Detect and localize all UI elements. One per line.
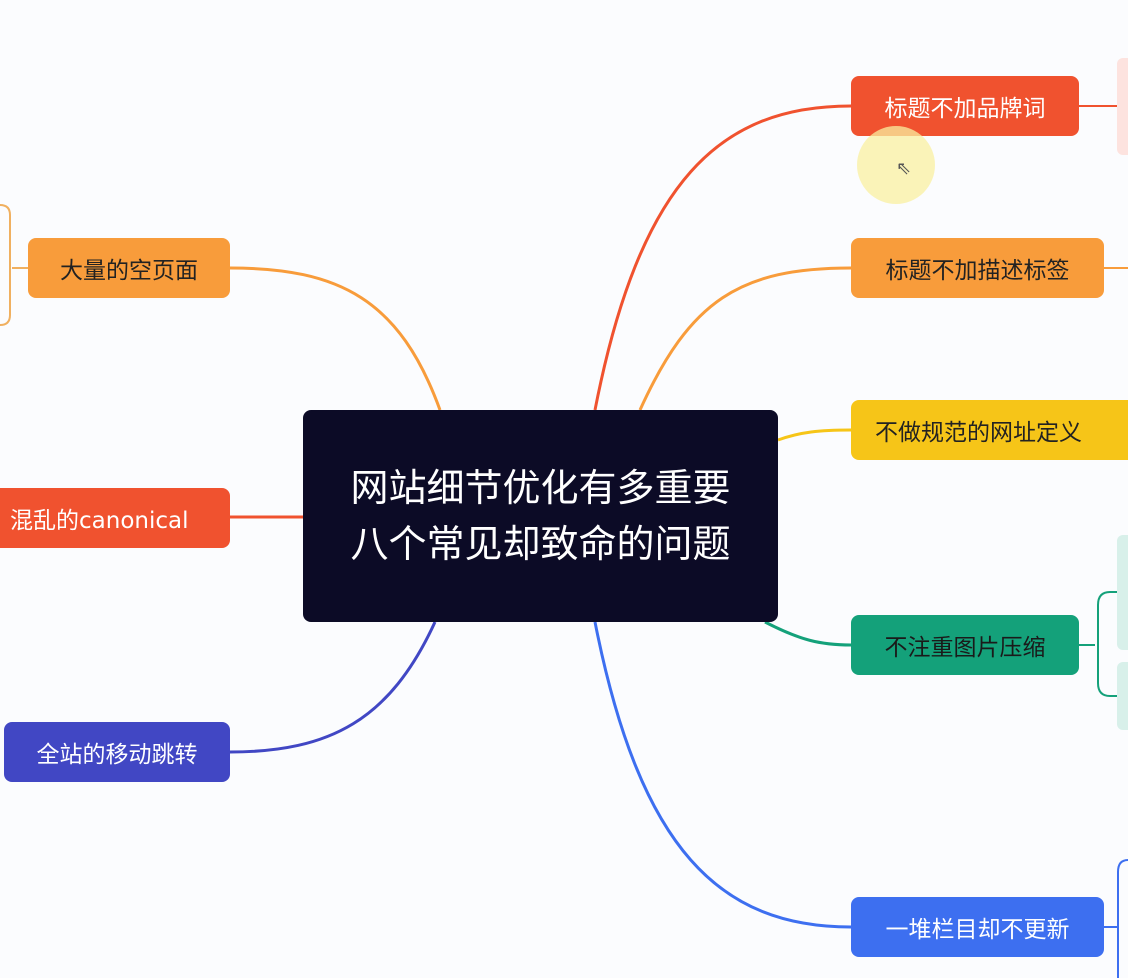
connector-url — [777, 428, 852, 442]
node-label: 混乱的canonical — [10, 508, 189, 534]
node-image-compression[interactable]: 不注重图片压缩 — [851, 615, 1079, 675]
node-label: 标题不加描述标签 — [885, 258, 1070, 284]
child-node-partial — [1117, 535, 1128, 650]
node-label: 不做规范的网址定义 — [875, 420, 1082, 446]
child-node-partial — [1117, 58, 1128, 155]
central-topic-label: 网站细节优化有多重要 八个常见却致命的问题 — [350, 466, 731, 566]
node-label: 标题不加品牌词 — [884, 96, 1046, 122]
connector-description — [638, 266, 852, 411]
node-canonical[interactable]: 混乱的canonical — [0, 488, 230, 548]
central-topic[interactable]: 网站细节优化有多重要 八个常见却致命的问题 — [303, 410, 778, 622]
connector-mobile — [229, 621, 437, 754]
node-description-tag[interactable]: 标题不加描述标签 — [851, 238, 1104, 298]
node-label: 一堆栏目却不更新 — [885, 917, 1070, 943]
cursor-highlight — [857, 126, 935, 204]
node-label: 不注重图片压缩 — [884, 635, 1046, 661]
node-label: 全站的移动跳转 — [36, 742, 198, 768]
connector-empty-pages — [229, 266, 442, 411]
node-empty-pages[interactable]: 大量的空页面 — [28, 238, 230, 298]
child-node-partial — [1117, 662, 1128, 730]
node-url-canonical[interactable]: 不做规范的网址定义 — [851, 400, 1128, 460]
node-mobile-redirect[interactable]: 全站的移动跳转 — [4, 722, 230, 782]
cursor-arrow-icon: ⇖ — [896, 158, 912, 179]
connector-image — [764, 620, 852, 647]
node-label: 大量的空页面 — [60, 258, 198, 284]
connector-brand — [593, 104, 852, 411]
connector-columns — [593, 621, 852, 929]
node-stale-columns[interactable]: 一堆栏目却不更新 — [851, 897, 1104, 957]
